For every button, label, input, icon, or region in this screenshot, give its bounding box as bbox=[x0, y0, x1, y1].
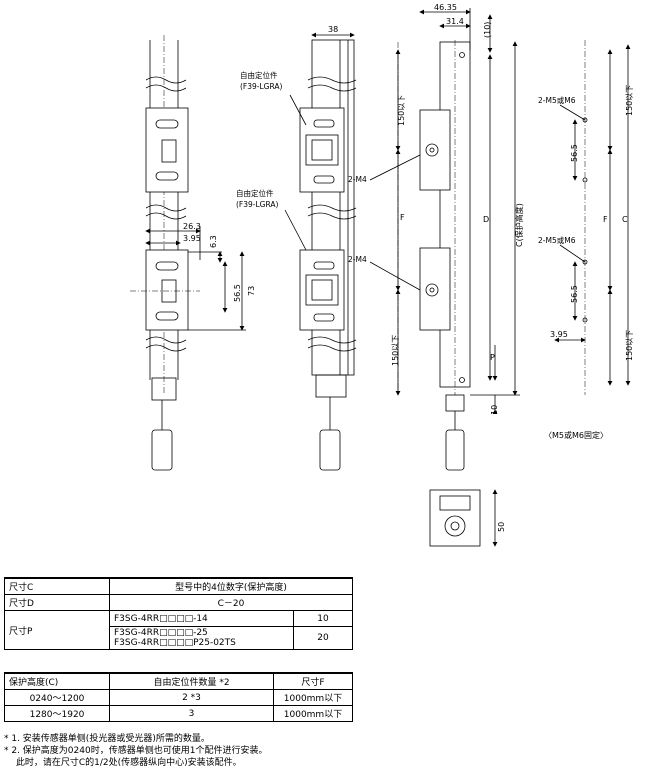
table-row: 0240～1200 2 *3 1000mm以下 bbox=[4, 689, 353, 706]
cell: 3 bbox=[109, 705, 274, 722]
model-cell: F3SG-4RR□□□□-14 bbox=[109, 610, 294, 627]
overall-view bbox=[369, 8, 520, 471]
bracket-model-2: (F39-LGRA) bbox=[236, 200, 279, 209]
dim-150-1: 150以下 bbox=[397, 95, 406, 126]
row-label: 尺寸C bbox=[4, 577, 110, 595]
col-header: 自由定位件数量 *2 bbox=[109, 672, 274, 690]
fix-note: 〈M5或M6固定〉 bbox=[544, 430, 608, 440]
dim-10-top: (10) bbox=[483, 22, 492, 38]
bracket-model-1: (F39-LGRA) bbox=[240, 82, 283, 91]
row-value: C－20 bbox=[109, 594, 353, 611]
cell: 1000mm以下 bbox=[273, 689, 353, 706]
end-view bbox=[429, 489, 498, 547]
dim-3-95-b: 3.95 bbox=[550, 330, 568, 339]
dim-150-3: 150以下 bbox=[625, 85, 634, 116]
cell: 0240～1200 bbox=[4, 689, 110, 706]
table-row: 尺寸C 型号中的4位数字(保护高度) bbox=[4, 577, 353, 595]
cell: 1000mm以下 bbox=[273, 705, 353, 722]
dim-31-4: 31.4 bbox=[446, 17, 464, 26]
dim-56-5-a: 56.5 bbox=[233, 284, 242, 302]
dim-56-5-c: 56.5 bbox=[570, 285, 579, 303]
table-row: 尺寸P F3SG-4RR□□□□-14 10 bbox=[4, 610, 353, 650]
table-row: 1280～1920 3 1000mm以下 bbox=[4, 705, 353, 722]
footnotes: * 1. 安装传感器单侧(投光器或受光器)所需的数量。 * 2. 保护高度为02… bbox=[4, 733, 267, 769]
cell: 1280～1920 bbox=[4, 705, 110, 722]
footnote: * 1. 安装传感器单侧(投光器或受光器)所需的数量。 bbox=[4, 734, 210, 744]
dim-50: 50 bbox=[497, 522, 506, 532]
front-view bbox=[130, 35, 246, 471]
dim-C-protect: C(保护高度) bbox=[514, 203, 524, 247]
dim-C-right: C bbox=[622, 215, 628, 224]
cell: 2 *3 bbox=[109, 689, 274, 706]
table-row: 尺寸D C－20 bbox=[4, 594, 353, 611]
model-line: F3SG-4RR□□□□-25 bbox=[114, 628, 208, 638]
dimension-drawing: 26.3 3.95 6.3 56.5 73 38 自由定位件 (F39-LGRA… bbox=[130, 3, 634, 547]
side-view bbox=[284, 32, 357, 471]
row-label: 尺寸P bbox=[4, 610, 110, 650]
dim-150-4: 150以下 bbox=[625, 330, 634, 361]
col-header: 尺寸F bbox=[273, 672, 353, 690]
dim-3-95-a: 3.95 bbox=[183, 234, 201, 243]
value-cell: 10 bbox=[293, 610, 353, 627]
bracket-table: 保护高度(C) 自由定位件数量 *2 尺寸F 0240～1200 2 *3 10… bbox=[4, 672, 353, 722]
dim-38: 38 bbox=[328, 25, 338, 34]
dim-150-2: 150以下 bbox=[391, 335, 400, 366]
dim-F-right: F bbox=[603, 215, 608, 224]
dim-F-1: F bbox=[400, 213, 405, 222]
bracket-label-2: 自由定位件 bbox=[236, 188, 274, 198]
hole-view bbox=[554, 40, 631, 395]
dim-56-5-b: 56.5 bbox=[570, 144, 579, 162]
dim-P: P bbox=[490, 353, 495, 362]
row-label: 尺寸D bbox=[4, 594, 110, 611]
dim-6-3: 6.3 bbox=[209, 235, 218, 248]
bracket-label-1: 自由定位件 bbox=[240, 70, 278, 80]
row-value: 型号中的4位数字(保护高度) bbox=[109, 577, 353, 595]
dim-73: 73 bbox=[247, 286, 256, 296]
dim-10-bot: 10 bbox=[490, 405, 499, 415]
m5m6-label-2: 2-M5或M6 bbox=[538, 235, 576, 245]
dim-26-3: 26.3 bbox=[183, 222, 201, 231]
m4-label-2: 2-M4 bbox=[348, 255, 367, 264]
footnote: 此时，请在尺寸C的1/2处(传感器纵向中心)安装该配件。 bbox=[4, 758, 242, 768]
table-header-row: 保护高度(C) 自由定位件数量 *2 尺寸F bbox=[4, 672, 353, 690]
dimension-table: 尺寸C 型号中的4位数字(保护高度) 尺寸D C－20 尺寸P F3SG-4RR… bbox=[4, 577, 353, 650]
m4-label-1: 2-M4 bbox=[348, 175, 367, 184]
model-line: F3SG-4RR□□□□P25-02TS bbox=[114, 638, 236, 648]
dim-D: D bbox=[483, 215, 489, 224]
m5m6-label-1: 2-M5或M6 bbox=[538, 95, 576, 105]
col-header: 保护高度(C) bbox=[4, 672, 110, 690]
footnote: * 2. 保护高度为0240时，传感器单侧也可使用1个配件进行安装。 bbox=[4, 746, 268, 756]
dim-46-35: 46.35 bbox=[434, 3, 457, 12]
value-cell: 20 bbox=[293, 626, 353, 650]
